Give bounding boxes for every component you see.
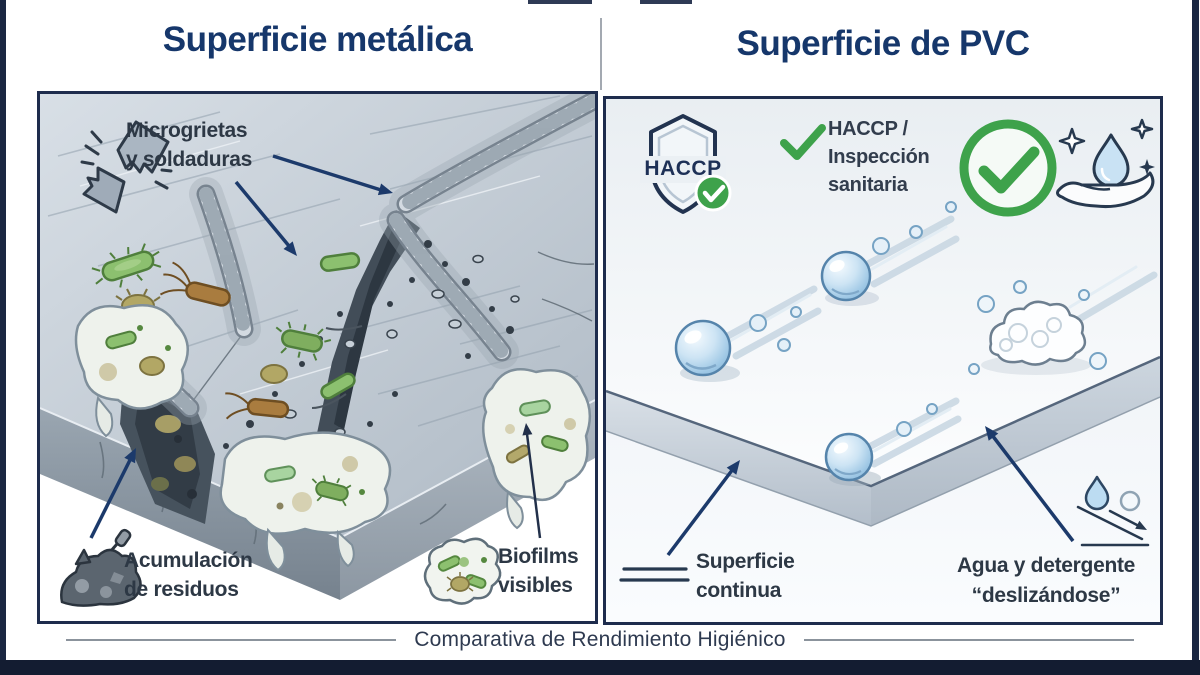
frame-left-bar xyxy=(0,0,6,675)
pvc-surface-panel: HACCP HACCP / Inspección sanitaria Super… xyxy=(603,96,1163,625)
annotation-arrows xyxy=(666,426,1075,557)
shield-check-icon xyxy=(640,114,732,214)
arrow-biofilm xyxy=(522,423,542,539)
biofilms-line1: Biofilms xyxy=(498,545,579,568)
annotation-arrows xyxy=(89,154,542,539)
right-panel-title: Superficie de PVC xyxy=(736,24,1030,63)
droplet-trails xyxy=(722,215,1158,468)
trail-bubbles xyxy=(749,201,957,437)
haccp-inspection-label: HACCP / Inspección sanitaria xyxy=(828,115,930,199)
arrow-to-crack xyxy=(234,180,297,256)
double-line-icon xyxy=(619,567,690,582)
haccp-shield-text: HACCP xyxy=(644,157,722,180)
biofilm-blob-left xyxy=(74,304,189,438)
biofilm-blobs xyxy=(74,304,592,572)
microcracks-label: Microgrietas y soldaduras xyxy=(126,116,252,174)
residue-label: Acumulación de residuos xyxy=(124,546,253,604)
droplet-1 xyxy=(674,319,740,382)
top-crop-mark-right xyxy=(640,0,692,4)
waste-pile-icon xyxy=(60,528,142,607)
broken-metal-icon xyxy=(80,120,173,214)
check-icon xyxy=(780,124,826,160)
water-slide-icon xyxy=(1076,475,1150,547)
arrow-residue xyxy=(89,448,136,539)
footer-caption: Comparativa de Rendimiento Higiénico xyxy=(414,628,786,651)
metal-surface-panel: Microgrietas y soldaduras Acumulación de… xyxy=(37,91,598,624)
title-divider xyxy=(600,18,602,90)
residue-line1: Acumulación xyxy=(124,549,253,572)
check-circle-icon xyxy=(959,119,1057,217)
footer-caption-row: Comparativa de Rendimiento Higiénico xyxy=(0,628,1200,652)
biofilms-line2: visibles xyxy=(498,574,573,597)
footer-line-right xyxy=(803,639,1134,641)
frame-right-bar xyxy=(1192,0,1199,675)
pvc-illustration xyxy=(606,99,1160,622)
hand-water-sparkle-icon xyxy=(1056,118,1155,208)
top-crop-mark-left xyxy=(528,0,592,4)
arrow-water-sliding xyxy=(985,426,1075,543)
frame-bottom-bar xyxy=(0,660,1200,675)
footer-line-left xyxy=(66,639,397,641)
water-droplets xyxy=(674,201,957,486)
arrow-continuous-surface xyxy=(666,460,740,557)
residue-line2: de residuos xyxy=(124,578,239,601)
droplet-2 xyxy=(820,250,879,306)
biofilm-icon xyxy=(423,537,502,605)
water-line1: Agua y detergente xyxy=(956,554,1136,577)
water-line2: “deslizándose” xyxy=(971,584,1121,607)
droplet-3 xyxy=(824,432,881,486)
microcracks-line1: Microgrietas xyxy=(126,119,248,142)
continuous-surface-label: Superficie continua xyxy=(696,547,795,605)
haccp-line3: sanitaria xyxy=(828,174,908,196)
haccp-line2: Inspección xyxy=(828,146,930,168)
biofilm-blob-right xyxy=(481,368,592,530)
haccp-line1: HACCP / xyxy=(828,118,908,140)
microcracks-line2: y soldaduras xyxy=(126,148,252,171)
surface-hairline-cracks xyxy=(191,251,595,403)
biofilms-label: Biofilms visibles xyxy=(498,542,579,600)
arrow-to-weld xyxy=(272,154,393,196)
metal-illustration xyxy=(40,94,595,607)
continuous-line2: continua xyxy=(696,579,782,602)
biofilm-blob-center xyxy=(219,431,392,572)
continuous-line1: Superficie xyxy=(696,550,795,573)
left-panel-title: Superficie metálica xyxy=(162,20,473,59)
foam-cluster xyxy=(968,280,1107,375)
water-detergent-label: Agua y detergente “deslizándose” xyxy=(928,551,1164,611)
